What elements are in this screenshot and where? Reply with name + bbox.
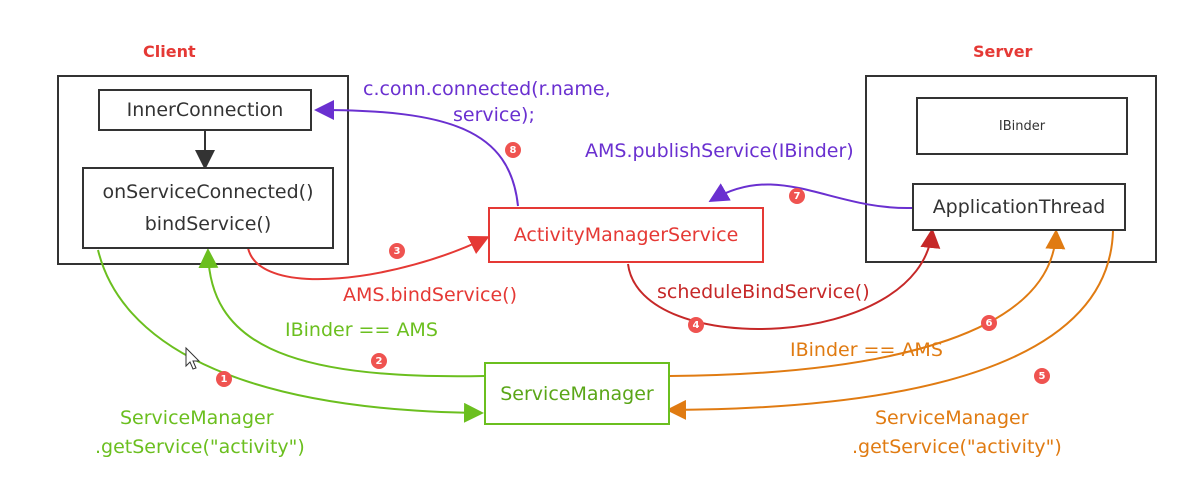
arrow-8-connected [314,100,519,207]
label-get-service-server-2: .getService("activity") [852,436,1062,458]
cursor-icon [185,346,201,370]
service-manager-box: ServiceManager [484,362,670,425]
step-badge-1: 1 [216,371,232,387]
inner-connection-box: InnerConnection [98,89,312,131]
label-get-service-server-1: ServiceManager [875,407,1029,429]
step-badge-8: 8 [505,142,521,158]
arrow-2-ibinder-ams [198,248,485,378]
bind-service-label: bindService() [144,213,272,235]
client-title: Client [143,42,196,61]
ibinder-box: IBinder [916,97,1128,155]
arrow-7-publish-service [708,183,913,210]
step-badge-6: 6 [981,315,997,331]
step-badge-5: 5 [1034,368,1050,384]
arrow-4-schedule-bind [627,228,941,330]
arrow-1-get-service [97,249,484,423]
label-schedule-bind: scheduleBindService() [657,281,870,303]
server-title: Server [973,42,1033,61]
step-badge-7: 7 [789,188,805,204]
arrow-6-ibinder-ams [669,229,1066,377]
step-badge-4: 4 [688,317,704,333]
on-service-connected-label: onServiceConnected() [102,181,314,203]
label-bind-service-call: AMS.bindService() [343,284,517,306]
label-get-service-client-2: .getService("activity") [95,436,305,458]
label-ibinder-ams-server: IBinder == AMS [790,339,943,361]
label-get-service-client-1: ServiceManager [120,407,274,429]
label-publish-service: AMS.publishService(IBinder) [585,140,854,162]
label-connected-line2: service); [453,104,535,126]
service-connection-box: onServiceConnected() bindService() [82,167,334,249]
activity-manager-service-box: ActivityManagerService [488,207,764,263]
step-badge-3: 3 [389,243,405,259]
application-thread-box: ApplicationThread [912,183,1126,231]
server-frame [865,75,1157,263]
label-ibinder-ams-client: IBinder == AMS [285,319,438,341]
step-badge-2: 2 [371,353,387,369]
arrow-5-get-service [666,230,1114,420]
arrow-3-bind-service [247,236,490,281]
label-connected-line1: c.conn.connected(r.name, [363,78,611,100]
